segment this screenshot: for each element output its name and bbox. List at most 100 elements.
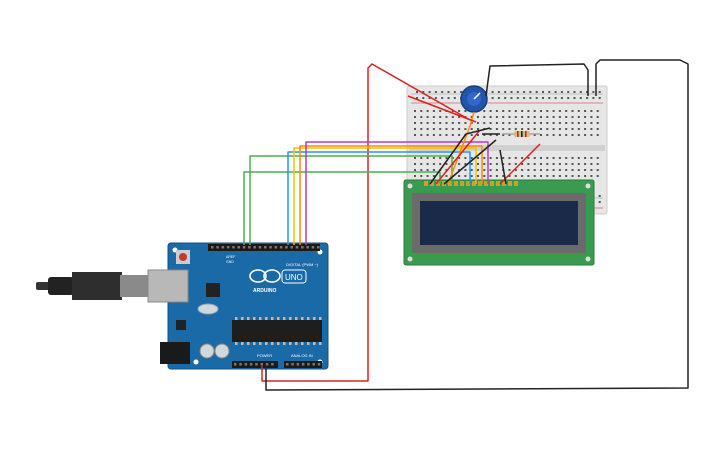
chip-leg bbox=[301, 317, 304, 320]
breadboard-hole bbox=[533, 116, 536, 118]
chip-leg bbox=[277, 317, 280, 320]
wire-d4-yellow[interactable] bbox=[293, 147, 477, 245]
wire-d5-blue[interactable] bbox=[287, 151, 471, 245]
breadboard-hole bbox=[552, 163, 555, 165]
breadboard-hole bbox=[439, 116, 442, 118]
header-hole bbox=[216, 246, 219, 249]
uno-badge bbox=[281, 269, 307, 284]
wire-5v-red[interactable] bbox=[261, 63, 471, 382]
breadboard-hole bbox=[470, 134, 473, 136]
breadboard-hole bbox=[432, 122, 435, 124]
wire-vss-black[interactable] bbox=[429, 127, 491, 185]
power-header bbox=[232, 361, 278, 368]
lcd-mount-hole bbox=[585, 183, 591, 189]
breadboard-hole bbox=[523, 91, 526, 93]
breadboard-hole bbox=[540, 128, 542, 130]
breadboard-hole bbox=[596, 122, 599, 124]
chip-leg bbox=[235, 342, 238, 345]
breadboard-hole bbox=[453, 91, 456, 93]
breadboard-hole bbox=[590, 116, 593, 118]
breadboard-hole bbox=[470, 116, 473, 118]
breadboard-hole bbox=[508, 116, 511, 118]
breadboard-hole bbox=[521, 175, 524, 177]
breadboard-hole bbox=[546, 128, 549, 130]
breadboard-hole bbox=[533, 175, 536, 177]
wire-led-minus-black[interactable] bbox=[499, 149, 507, 185]
chip-leg bbox=[289, 317, 292, 320]
resistor-band bbox=[525, 131, 527, 137]
breadboard-hole bbox=[420, 157, 423, 159]
header-hole bbox=[237, 246, 240, 249]
header-hole bbox=[255, 363, 258, 366]
breadboard-hole bbox=[464, 128, 467, 130]
wire-pot-vcc-red[interactable] bbox=[407, 95, 477, 123]
breadboard-hole bbox=[596, 163, 599, 165]
breadboard-hole bbox=[596, 134, 599, 136]
potentiometer[interactable] bbox=[460, 85, 488, 113]
breadboard-hole bbox=[483, 163, 486, 165]
breadboard-hole bbox=[596, 128, 599, 130]
resistor[interactable] bbox=[502, 131, 540, 137]
chip-leg bbox=[265, 317, 268, 320]
breadboard-hole bbox=[414, 163, 416, 165]
breadboard-hole bbox=[584, 134, 587, 136]
breadboard-center-channel bbox=[409, 145, 605, 151]
wire-gnd-black[interactable] bbox=[265, 59, 689, 391]
breadboard-hole bbox=[592, 97, 595, 99]
breadboard-hole bbox=[420, 169, 423, 171]
breadboard-hole bbox=[489, 128, 492, 130]
breadboard-hole bbox=[504, 97, 507, 99]
dc-power-jack[interactable] bbox=[160, 342, 190, 364]
breadboard-hole bbox=[508, 128, 511, 130]
breadboard-hole bbox=[508, 163, 511, 165]
wire-d2-purple[interactable] bbox=[305, 141, 489, 245]
breadboard-hole bbox=[445, 134, 448, 136]
breadboard-hole bbox=[514, 169, 517, 171]
breadboard-hole bbox=[516, 91, 519, 93]
breadboard-hole bbox=[590, 134, 593, 136]
lcd-pin bbox=[448, 181, 452, 186]
breadboard-hole bbox=[577, 134, 580, 136]
breadboard-hole bbox=[508, 110, 511, 112]
usb-cable-plug bbox=[72, 272, 122, 300]
wire-rw-black[interactable] bbox=[443, 139, 497, 185]
breadboard-hole bbox=[565, 122, 568, 124]
breadboard-hole bbox=[527, 122, 530, 124]
breadboard-hole bbox=[573, 97, 576, 99]
arduino-uno[interactable]: ARDUINO UNO DIGITAL (PWM ~) POWER ANALOG… bbox=[36, 242, 329, 370]
breadboard-hole bbox=[470, 175, 473, 177]
breadboard-hole bbox=[567, 91, 570, 93]
breadboard-hole bbox=[514, 122, 517, 124]
chip-leg bbox=[295, 342, 298, 345]
chip-leg bbox=[259, 317, 262, 320]
lcd-pin bbox=[478, 181, 482, 186]
breadboard-hole bbox=[508, 169, 511, 171]
breadboard-hole bbox=[489, 169, 492, 171]
breadboard-hole bbox=[535, 97, 538, 99]
breadboard-hole bbox=[533, 169, 536, 171]
lcd-module[interactable] bbox=[403, 179, 595, 266]
breadboard-hole bbox=[445, 122, 448, 124]
usb-port[interactable] bbox=[147, 269, 189, 303]
breadboard-hole bbox=[416, 91, 418, 93]
breadboard-hole bbox=[577, 175, 580, 177]
wire-pot-wiper-orange[interactable] bbox=[447, 111, 475, 185]
lcd-pin bbox=[514, 181, 518, 186]
wires[interactable] bbox=[243, 59, 689, 391]
breadboard-hole bbox=[439, 110, 442, 112]
breadboard-hole bbox=[502, 134, 505, 136]
breadboard-hole bbox=[590, 110, 593, 112]
wire-d11-green[interactable] bbox=[249, 155, 453, 245]
breadboard-hole bbox=[460, 91, 463, 93]
wire-pot-gnd-black[interactable] bbox=[485, 63, 589, 97]
wire-vdd-red[interactable] bbox=[435, 129, 481, 185]
breadboard-hole bbox=[470, 169, 473, 171]
power-pins-label: POWER bbox=[257, 353, 272, 358]
breadboard-hole bbox=[491, 97, 494, 99]
wire-d3-orange[interactable] bbox=[299, 145, 483, 245]
breadboard-hole bbox=[565, 128, 568, 130]
reset-button-cap[interactable] bbox=[179, 253, 187, 261]
wire-led-plus-red[interactable] bbox=[499, 143, 541, 185]
